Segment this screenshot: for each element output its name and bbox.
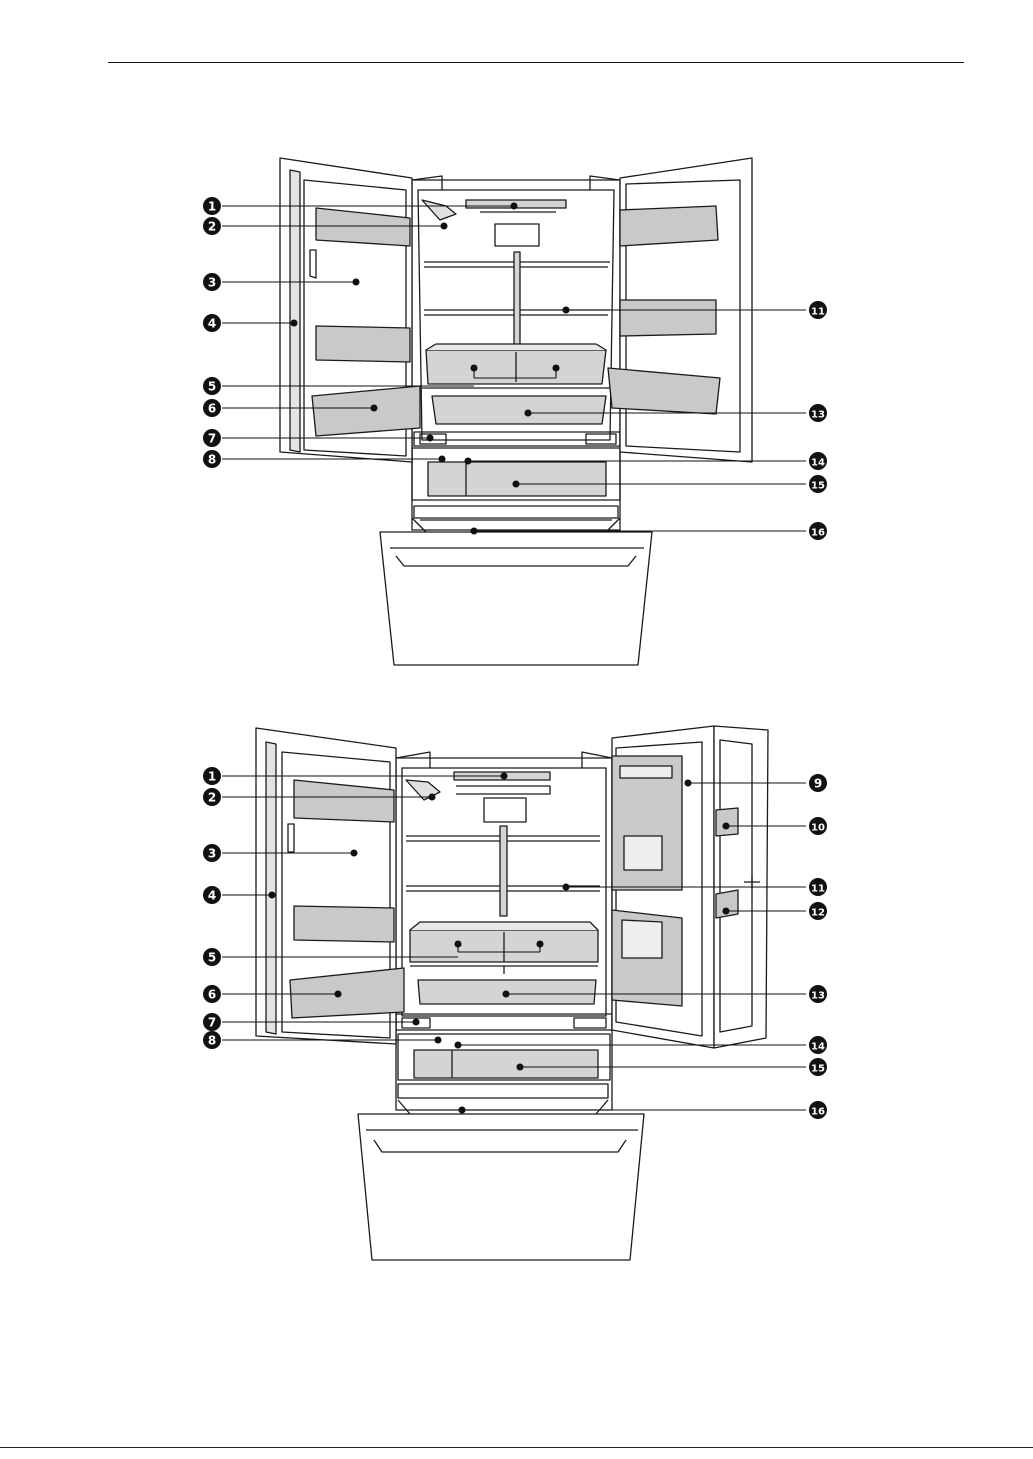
callouts-left: 1 2 3 4 5 6 7 8 — [203, 197, 221, 468]
callout-10: 10 — [809, 817, 827, 835]
callout-12: 12 — [809, 902, 827, 920]
callout-1: 1 — [203, 197, 221, 215]
svg-text:1: 1 — [208, 770, 216, 784]
svg-text:11: 11 — [811, 307, 825, 318]
svg-text:15: 15 — [811, 1064, 825, 1075]
callout-6: 6 — [203, 399, 221, 417]
callout-9: 9 — [809, 774, 827, 792]
svg-text:14: 14 — [811, 458, 825, 469]
callout-11: 11 — [809, 301, 827, 319]
svg-text:12: 12 — [811, 908, 825, 919]
figure-refrigerator-top: 1 2 3 4 5 6 7 8 11 13 14 15 16 — [0, 0, 1033, 700]
svg-text:13: 13 — [811, 991, 825, 1002]
svg-text:8: 8 — [208, 453, 216, 467]
callout-14: 14 — [809, 452, 827, 470]
callout-15: 15 — [809, 475, 827, 493]
callout-13: 13 — [809, 985, 827, 1003]
svg-text:15: 15 — [811, 481, 825, 492]
callout-2: 2 — [203, 217, 221, 235]
svg-text:16: 16 — [811, 1107, 825, 1118]
callout-7: 7 — [203, 429, 221, 447]
svg-text:3: 3 — [208, 847, 216, 861]
svg-text:6: 6 — [208, 988, 216, 1002]
svg-text:16: 16 — [811, 528, 825, 539]
svg-text:1: 1 — [208, 200, 216, 214]
svg-text:2: 2 — [208, 791, 216, 805]
svg-text:9: 9 — [814, 777, 822, 791]
svg-text:3: 3 — [208, 276, 216, 290]
svg-text:11: 11 — [811, 884, 825, 895]
svg-text:13: 13 — [811, 410, 825, 421]
callout-3: 3 — [203, 844, 221, 862]
footer-rule — [0, 1447, 1033, 1448]
callout-8: 8 — [203, 1031, 221, 1049]
callouts-left-2: 1 2 3 4 5 6 7 8 — [203, 767, 221, 1049]
callout-5: 5 — [203, 377, 221, 395]
callout-16: 16 — [809, 1101, 827, 1119]
callout-16: 16 — [809, 522, 827, 540]
figure-refrigerator-bottom: 1 2 3 4 5 6 7 8 9 10 11 12 13 14 15 16 — [0, 700, 1033, 1300]
svg-text:5: 5 — [208, 951, 216, 965]
callout-6: 6 — [203, 985, 221, 1003]
callout-15: 15 — [809, 1058, 827, 1076]
callout-14: 14 — [809, 1036, 827, 1054]
svg-text:4: 4 — [208, 889, 216, 903]
svg-text:4: 4 — [208, 317, 216, 331]
svg-text:7: 7 — [208, 1016, 216, 1030]
svg-text:2: 2 — [208, 220, 216, 234]
svg-text:10: 10 — [811, 823, 825, 834]
svg-text:8: 8 — [208, 1034, 216, 1048]
callout-13: 13 — [809, 404, 827, 422]
svg-text:7: 7 — [208, 432, 216, 446]
callout-1: 1 — [203, 767, 221, 785]
callout-4: 4 — [203, 314, 221, 332]
callout-7: 7 — [203, 1013, 221, 1031]
callout-5: 5 — [203, 948, 221, 966]
callout-2: 2 — [203, 788, 221, 806]
callout-11: 11 — [809, 878, 827, 896]
callout-3: 3 — [203, 273, 221, 291]
callouts-right: 11 13 14 15 16 — [809, 301, 827, 540]
callouts-right-2: 9 10 11 12 13 14 15 16 — [809, 774, 827, 1119]
svg-text:14: 14 — [811, 1042, 825, 1053]
svg-text:5: 5 — [208, 380, 216, 394]
callout-8: 8 — [203, 450, 221, 468]
svg-text:6: 6 — [208, 402, 216, 416]
callout-4: 4 — [203, 886, 221, 904]
